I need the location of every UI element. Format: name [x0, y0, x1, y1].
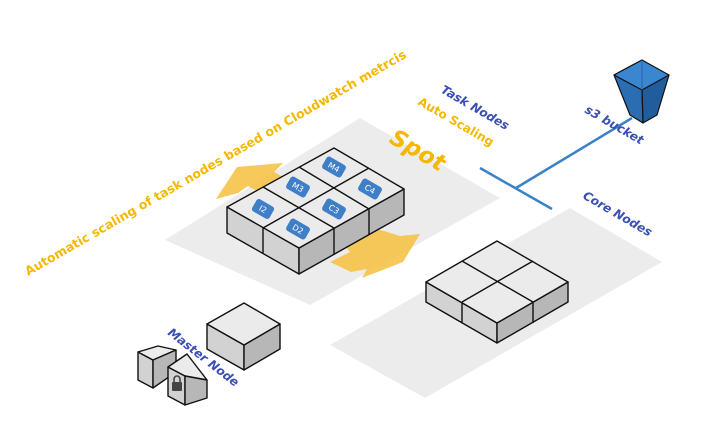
connector-lines: [479, 116, 633, 211]
security-gateway: [137, 345, 208, 406]
instance-chip-c3: C3: [322, 198, 346, 220]
s3-bucket-icon: [613, 59, 670, 124]
svg-text:I2: I2: [257, 204, 268, 216]
lock-icon: [172, 375, 182, 391]
core-nodes-cluster: [425, 240, 569, 344]
instance-chip-m3: M3: [286, 176, 310, 198]
instance-chip-m4: M4: [322, 156, 346, 178]
instance-chip-i2: I2: [251, 199, 275, 219]
master-node-box: [206, 302, 281, 371]
instance-chip-d2: D2: [286, 218, 310, 240]
task-nodes-cluster: [226, 147, 405, 275]
instance-chip-c4: C4: [358, 178, 382, 200]
